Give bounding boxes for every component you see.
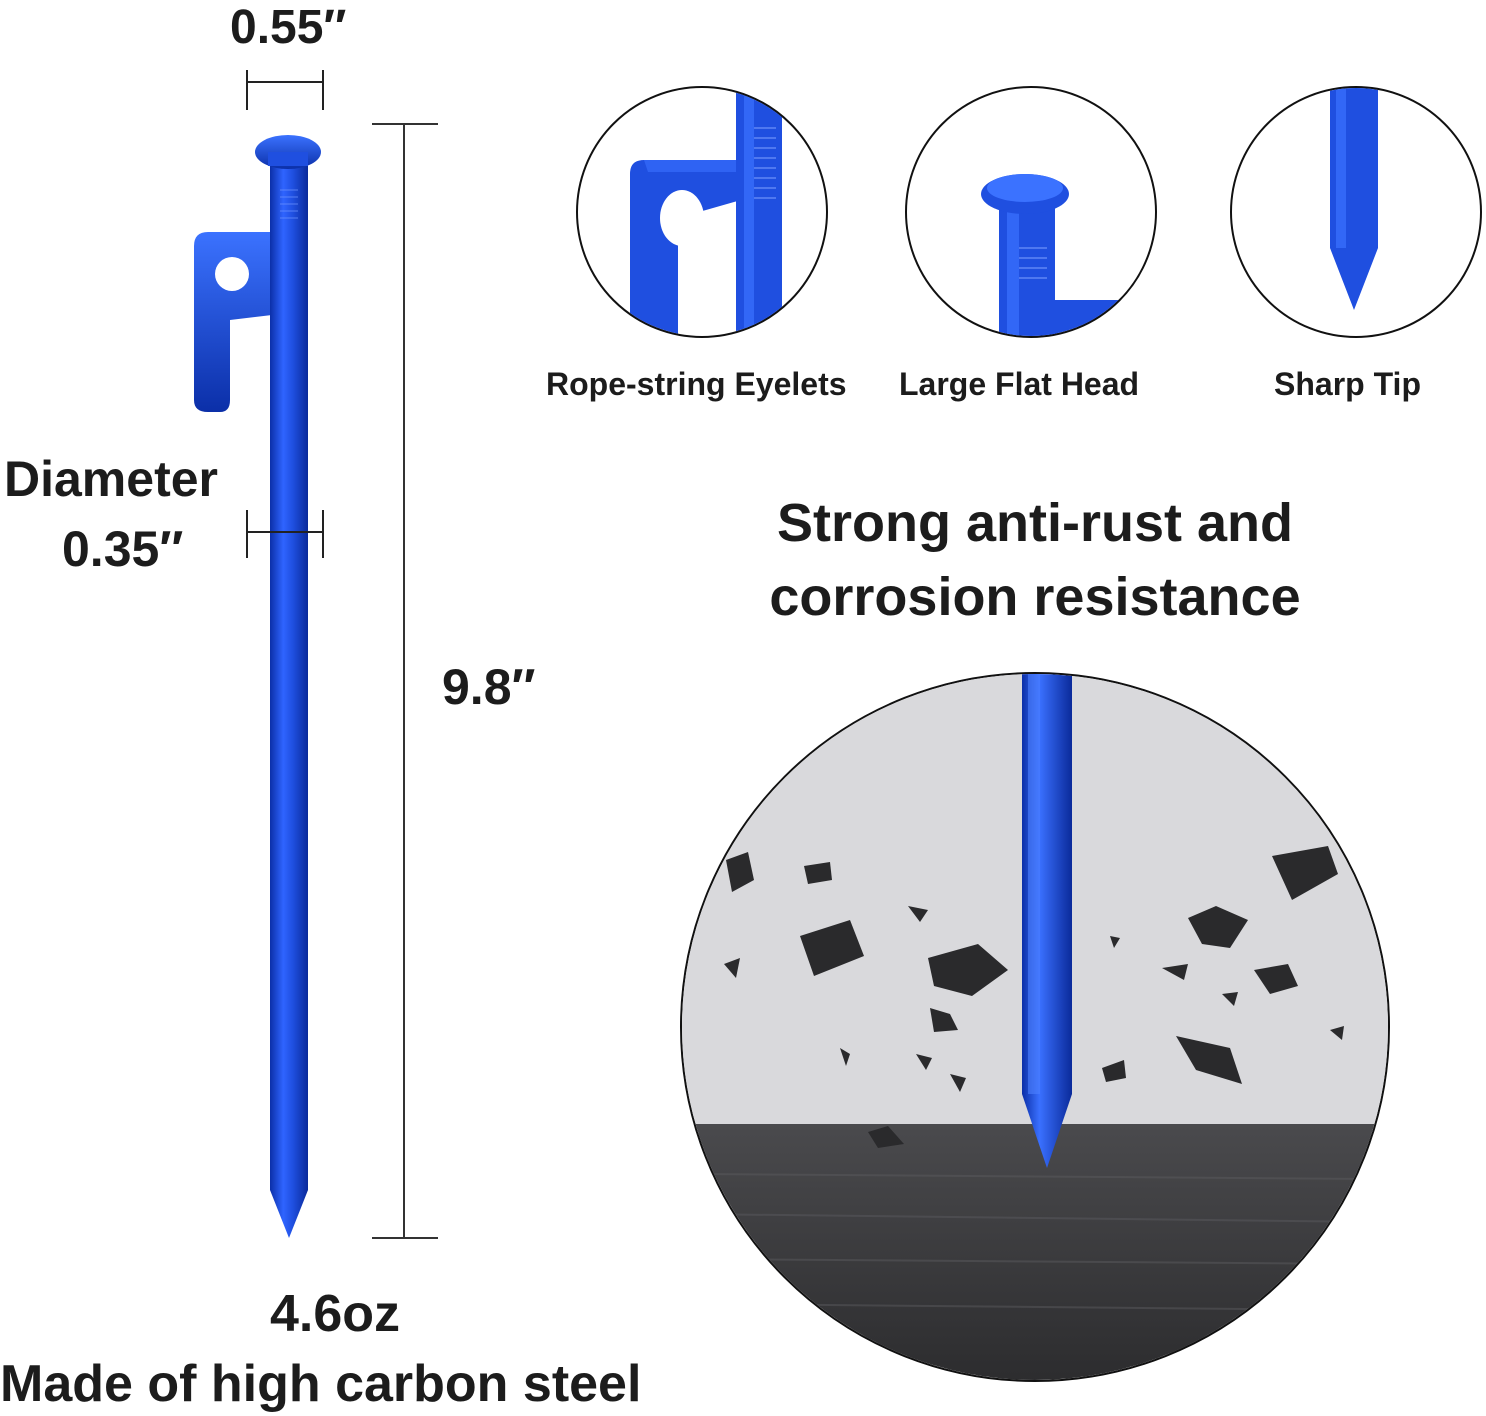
head-width-label: 0.55″ [230,1,347,54]
flat-head-closeup-image [905,86,1157,338]
eyelet-closeup-image [576,86,828,338]
feature-label-eyelets: Rope-string Eyelets [546,366,847,402]
sharp-tip-closeup-image [1230,86,1482,338]
diameter-value: 0.35″ [62,521,184,577]
length-label: 9.8″ [442,659,536,715]
headline-line2: corrosion resistance [769,567,1301,627]
length-dimension-line [370,120,440,1245]
material-label: Made of high carbon steel [0,1355,642,1413]
stake-illustration [180,60,450,1260]
ground-penetration-image [680,672,1390,1382]
weight-label: 4.6oz [270,1285,401,1343]
feature-label-flat-head: Large Flat Head [899,366,1140,402]
headline-line1: Strong anti-rust and [777,493,1293,553]
diameter-label: Diameter [4,451,218,507]
feature-label-sharp-tip: Sharp Tip [1274,366,1421,402]
